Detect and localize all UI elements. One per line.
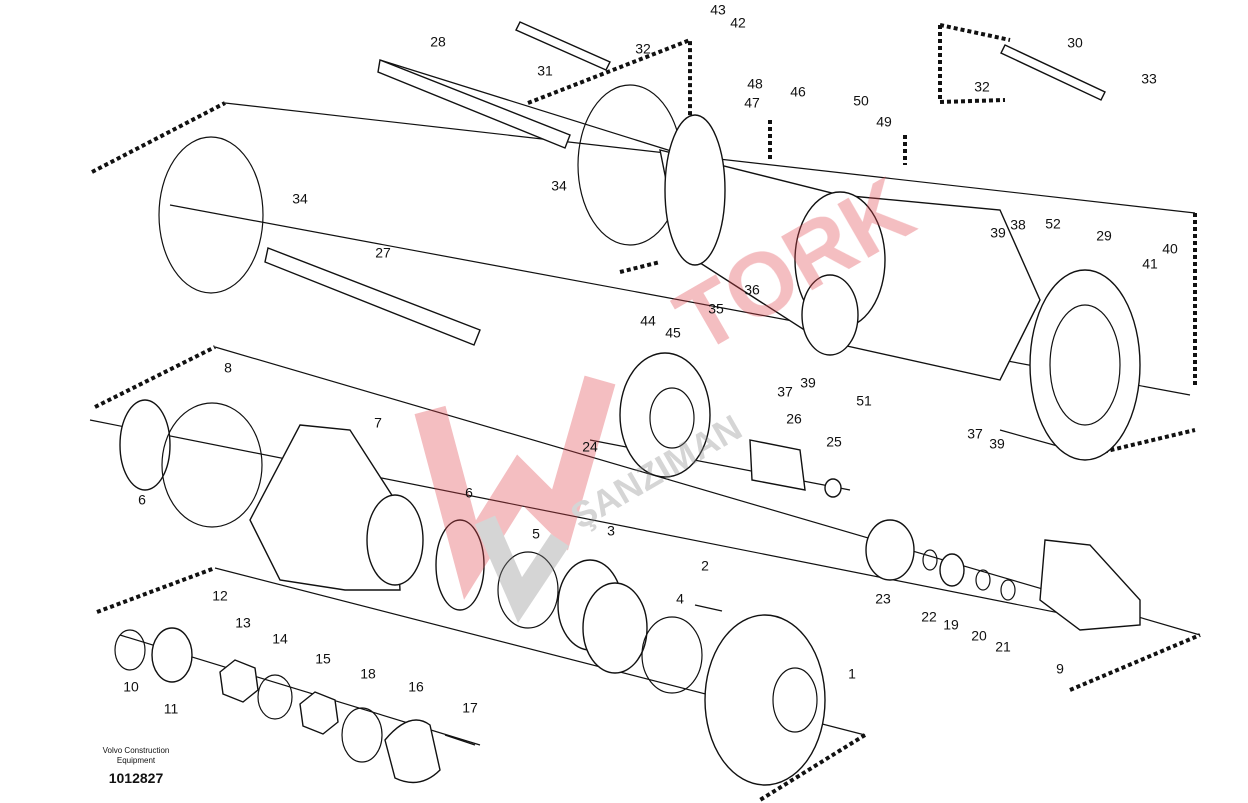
part-label-41: 41: [1142, 256, 1158, 272]
o-ring-34-left: [158, 136, 264, 294]
wheel-hub-1: [704, 614, 826, 786]
seal-11: [151, 627, 193, 683]
washer-10: [114, 629, 146, 671]
part-label-43: 43: [710, 2, 726, 18]
part-label-23: 23: [875, 591, 891, 607]
parts: [114, 21, 1141, 786]
o-ring-5: [497, 551, 559, 629]
nut-15: [299, 691, 339, 735]
housing-flange-left: [664, 114, 726, 266]
hub-housing-7: [249, 424, 401, 591]
part-label-17: 17: [462, 700, 478, 716]
part-label-10: 10: [123, 679, 139, 695]
part-label-40: 40: [1162, 241, 1178, 257]
retaining-ring-8: [161, 402, 263, 528]
part-label-14: 14: [272, 631, 288, 647]
part-label-38: 38: [1010, 217, 1026, 233]
shaft-26: [749, 439, 806, 491]
o-ring-4: [641, 616, 703, 694]
part-label-11: 11: [164, 701, 179, 717]
part-label-9: 9: [1056, 661, 1064, 677]
part-label-45: 45: [665, 325, 681, 341]
part-label-1: 1: [848, 666, 856, 682]
ring-22: [922, 549, 938, 571]
drawing-number: 1012827: [108, 770, 164, 786]
bolt-2: [694, 604, 723, 612]
bolt-17: [444, 734, 476, 746]
ring-3b: [582, 582, 648, 674]
brake-unit-24: [619, 352, 711, 478]
pin-30: [1000, 44, 1106, 101]
part-label-50: 50: [853, 93, 869, 109]
part-label-49: 49: [876, 114, 892, 130]
part-label-21: 21: [995, 639, 1011, 655]
part-label-15: 15: [315, 651, 331, 667]
o-ring-18: [341, 707, 383, 763]
part-label-12: 12: [212, 588, 228, 604]
seal-6-left: [119, 399, 171, 491]
part-label-26: 26: [786, 411, 802, 427]
part-label-36: 36: [744, 282, 760, 298]
part-label-16: 16: [408, 679, 424, 695]
part-label-8: 8: [224, 360, 232, 376]
part-label-42: 42: [730, 15, 746, 31]
part-label-34: 34: [292, 191, 308, 207]
part-label-39: 39: [989, 436, 1005, 452]
part-label-28: 28: [430, 34, 446, 50]
part-label-3: 3: [607, 523, 615, 539]
part-label-27: 27: [375, 245, 391, 261]
nut-13: [219, 659, 259, 703]
flange-9: [1039, 539, 1141, 631]
part-label-35: 35: [708, 301, 724, 317]
drive-shaft-27: [264, 247, 481, 346]
part-label-7: 7: [374, 415, 382, 431]
part-label-5: 5: [532, 526, 540, 542]
part-label-46: 46: [790, 84, 806, 100]
part-label-31: 31: [537, 63, 553, 79]
part-label-24: 24: [582, 439, 598, 455]
part-label-39: 39: [990, 225, 1006, 241]
part-label-18: 18: [360, 666, 376, 682]
part-label-33: 33: [1141, 71, 1157, 87]
part-label-37: 37: [777, 384, 793, 400]
part-label-34: 34: [551, 178, 567, 194]
manufacturer-text: Volvo Construction Equipment: [102, 746, 170, 765]
part-label-47: 47: [744, 95, 760, 111]
pin-31: [515, 21, 611, 71]
bearing-6-right: [435, 519, 485, 611]
part-label-13: 13: [235, 615, 251, 631]
part-label-6: 6: [138, 492, 146, 508]
part-label-2: 2: [701, 558, 709, 574]
gear-23: [865, 519, 915, 581]
part-label-4: 4: [676, 591, 684, 607]
washer-25: [824, 478, 842, 498]
footer: Volvo Construction Equipment 1012827: [86, 746, 186, 786]
housing-flange-29: [1029, 269, 1141, 461]
part-label-6: 6: [465, 485, 473, 501]
cover-16: [384, 719, 441, 784]
part-label-39: 39: [800, 375, 816, 391]
part-label-19: 19: [943, 617, 959, 633]
ring-21: [1000, 579, 1016, 601]
washer-14: [257, 674, 293, 720]
part-label-37: 37: [967, 426, 983, 442]
part-label-22: 22: [921, 609, 937, 625]
part-label-20: 20: [971, 628, 987, 644]
differential-bearing: [801, 274, 859, 356]
drive-shaft-28: [377, 59, 571, 149]
part-label-30: 30: [1067, 35, 1083, 51]
part-label-25: 25: [826, 434, 842, 450]
part-label-32: 32: [974, 79, 990, 95]
part-label-29: 29: [1096, 228, 1112, 244]
part-label-44: 44: [640, 313, 656, 329]
part-label-51: 51: [856, 393, 872, 409]
part-label-52: 52: [1045, 216, 1061, 232]
part-label-48: 48: [747, 76, 763, 92]
part-label-32: 32: [635, 41, 651, 57]
ring-20: [975, 569, 991, 591]
gear-19: [939, 553, 965, 587]
